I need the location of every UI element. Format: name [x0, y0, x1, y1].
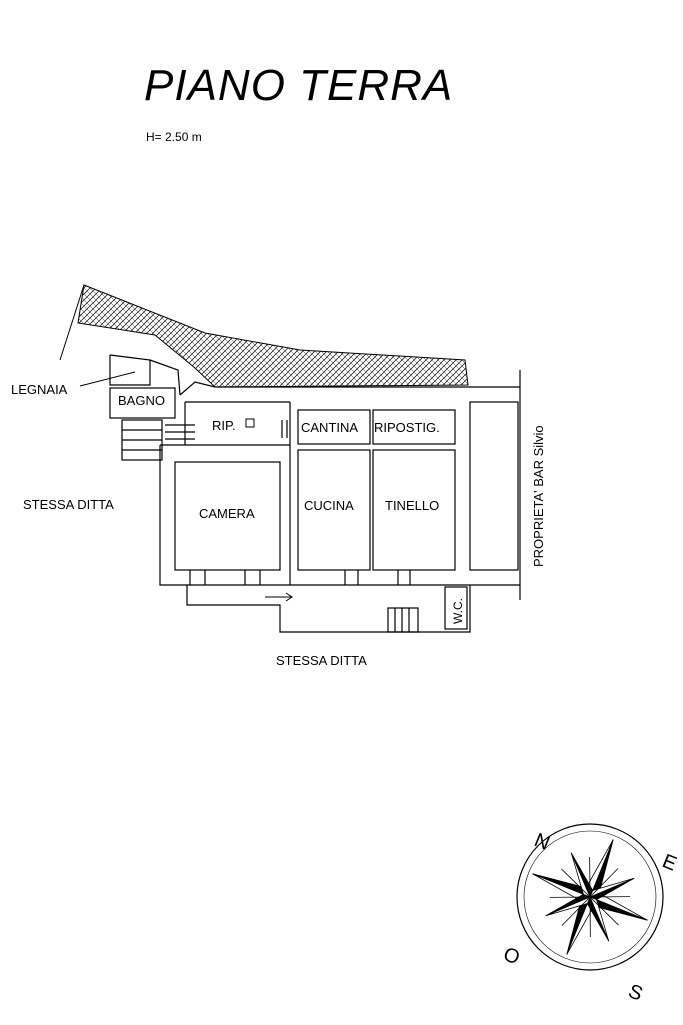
- rip-fixture: [245, 418, 255, 428]
- ceiling-height-label: H= 2.50 m: [146, 130, 202, 144]
- room-label-cucina: CUCINA: [304, 498, 354, 513]
- building-walls: [109, 354, 521, 633]
- compass-rose: N E S O: [500, 823, 680, 1006]
- plan-title: PIANO TERRA: [144, 61, 454, 110]
- neighbor-label-west: STESSA DITTA: [23, 497, 114, 512]
- neighbor-label-east: PROPRIETA' BAR Silvio: [531, 425, 546, 567]
- room-label-legnaia: LEGNAIA: [11, 382, 68, 397]
- room-label-camera: CAMERA: [199, 506, 255, 521]
- compass-south-label: S: [625, 980, 646, 1005]
- terrain-hatch: [59, 284, 469, 388]
- room-label-ripostiglio: RIPOSTIG.: [374, 420, 440, 435]
- compass-east-label: E: [659, 850, 680, 875]
- compass-north-label: N: [531, 829, 553, 855]
- room-label-tinello: TINELLO: [385, 498, 439, 513]
- compass-west-label: O: [500, 943, 523, 969]
- entrance-arrow: [265, 592, 293, 602]
- legnaia-leader-line: [79, 371, 136, 387]
- neighbor-label-south: STESSA DITTA: [276, 653, 367, 668]
- room-label-cantina: CANTINA: [301, 420, 358, 435]
- room-label-rip: RIP.: [212, 418, 236, 433]
- room-label-wc: W.C.: [451, 598, 465, 624]
- room-label-bagno: BAGNO: [118, 393, 165, 408]
